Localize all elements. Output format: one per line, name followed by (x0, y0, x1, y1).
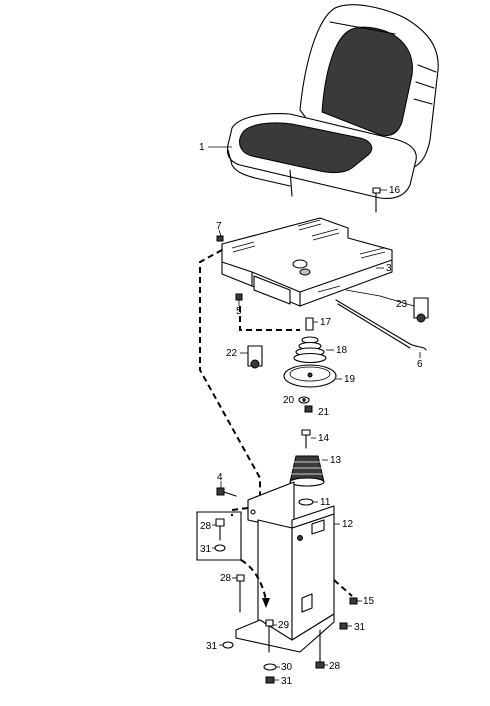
callout-4: 4 (217, 472, 223, 483)
bolt-4 (216, 487, 237, 497)
nut-7 (216, 235, 224, 242)
callout-3: 3 (386, 263, 392, 274)
bolt-14 (301, 429, 311, 449)
callout-31a: 31 (200, 544, 212, 555)
adjust-rod-6 (335, 299, 427, 351)
callout-13: 13 (330, 455, 342, 466)
callout-12: 12 (342, 519, 354, 530)
leader-23-path (345, 289, 415, 307)
boot-13 (289, 455, 325, 487)
nut-31-right (339, 622, 348, 630)
washer-31-left (222, 641, 234, 649)
callout-28a: 28 (200, 521, 212, 532)
spring-18 (293, 336, 327, 364)
callout-28b: 28 (220, 573, 232, 584)
callout-23: 23 (396, 299, 408, 310)
callout-22: 22 (226, 348, 238, 359)
callout-17: 17 (320, 317, 332, 328)
dashed-arrow (240, 559, 267, 601)
callout-16: 16 (389, 185, 401, 196)
arrow-head (262, 598, 270, 608)
callout-18: 18 (336, 345, 348, 356)
pin-17 (305, 317, 314, 331)
dashed-line-15 (333, 579, 353, 597)
callout-20: 20 (283, 395, 295, 406)
washer-11 (298, 498, 314, 506)
callout-28c: 28 (329, 661, 341, 672)
dashed-line-bolt4 (231, 507, 249, 516)
callout-7: 7 (216, 221, 222, 232)
bolt-29 (265, 619, 274, 653)
leader-7 (218, 229, 222, 237)
callout-6: 6 (417, 359, 423, 370)
seat-tower-12 (235, 481, 335, 653)
callout-11: 11 (320, 497, 331, 508)
latch-23 (413, 297, 429, 323)
plate-19 (283, 364, 337, 388)
washer-20 (298, 396, 310, 404)
dashed-line-mid (239, 306, 300, 331)
nut-15 (349, 597, 358, 605)
callout-30: 30 (281, 662, 293, 673)
callout-15: 15 (363, 596, 375, 607)
callout-14: 14 (318, 433, 330, 444)
nut-21 (304, 405, 313, 413)
callout-31b: 31 (354, 622, 366, 633)
washer-30 (263, 663, 277, 671)
seat-pan (221, 217, 393, 307)
bolt-28-left (236, 574, 245, 613)
callout-29: 29 (278, 620, 290, 631)
bolt-16 (372, 187, 381, 213)
callout-31c: 31 (206, 641, 218, 652)
nut-5 (235, 293, 243, 301)
callout-19: 19 (344, 374, 356, 385)
seat (226, 4, 439, 200)
latch-22 (247, 345, 263, 369)
dashed-line-left (199, 249, 261, 500)
callout-1: 1 (199, 142, 205, 153)
callout-21: 21 (318, 407, 330, 418)
callout-31d: 31 (281, 676, 293, 687)
nut-31-bottom (265, 676, 275, 684)
